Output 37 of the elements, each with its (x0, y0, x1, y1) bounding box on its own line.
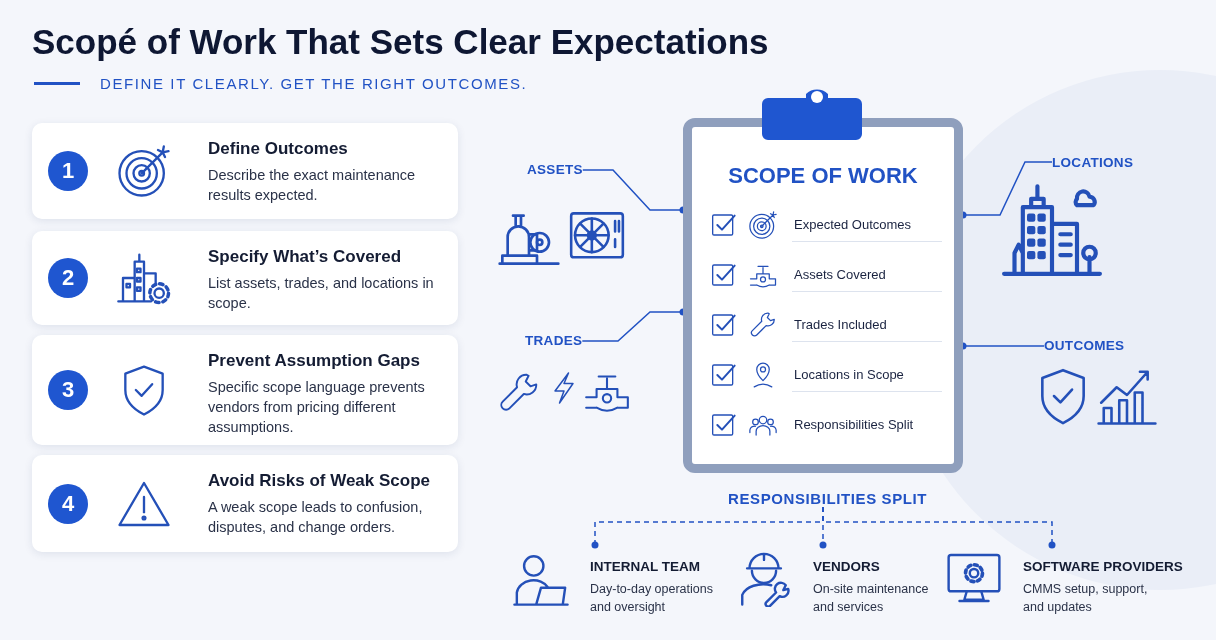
dashed-connector-line (822, 506, 1056, 549)
step-card (32, 231, 458, 325)
category-label: OUTCOMES (1044, 338, 1125, 353)
step-heading: Define Outcomes (208, 139, 348, 159)
checklist-item: Assets Covered (794, 267, 886, 282)
step-card (32, 335, 458, 445)
page-title: Scopé of Work That Sets Clear Expectations (32, 22, 769, 62)
category-label: ASSETS (527, 162, 583, 177)
role-description: On-site maintenance and services (813, 581, 930, 616)
checklist-item: Expected Outcomes (794, 217, 912, 232)
subtitle: DEFINE IT CLEARLY. GET THE RIGHT OUTCOMES. (100, 75, 528, 92)
step-card (32, 455, 458, 552)
number-badge: 3 (48, 370, 88, 410)
step-heading: Prevent Assumption Gaps (208, 351, 420, 371)
role-heading: SOFTWARE PROVIDERS (1023, 559, 1183, 574)
role-heading: INTERNAL TEAM (590, 559, 700, 574)
number-badge: 1 (48, 151, 88, 191)
step-heading: Avoid Risks of Weak Scope (208, 471, 430, 491)
role-description: Day-to-day operations and oversight (590, 581, 714, 616)
number-badge: 4 (48, 483, 88, 524)
role-heading: VENDORS (813, 559, 880, 574)
role-description: CMMS setup, support, and updates (1023, 581, 1148, 616)
number-badge: 2 (48, 258, 88, 298)
checklist-item: Trades Included (794, 317, 887, 332)
step-heading: Specify What’s Covered (208, 247, 402, 267)
step-description: A weak scope leads to confusion, disputes, and change orders. (208, 498, 424, 537)
clipboard (683, 118, 963, 473)
category-label: TRADES (525, 333, 583, 348)
step-card (32, 123, 458, 219)
checklist-item: Responsibilities Split (794, 417, 914, 432)
step-description: List assets, trades, and locations in scope. (208, 274, 435, 313)
step-description: Specific scope language prevents vendors from pricing different assumptions. (208, 378, 426, 437)
step-description: Describe the exact maintenance results expected. (208, 166, 417, 205)
category-label: LOCATIONS (1052, 155, 1134, 170)
section-heading: RESPONSIBILITIES SPLIT (728, 490, 928, 507)
checklist-item: Locations in Scope (794, 367, 904, 382)
clipboard-title: SCOPE OF WORK (727, 163, 919, 189)
